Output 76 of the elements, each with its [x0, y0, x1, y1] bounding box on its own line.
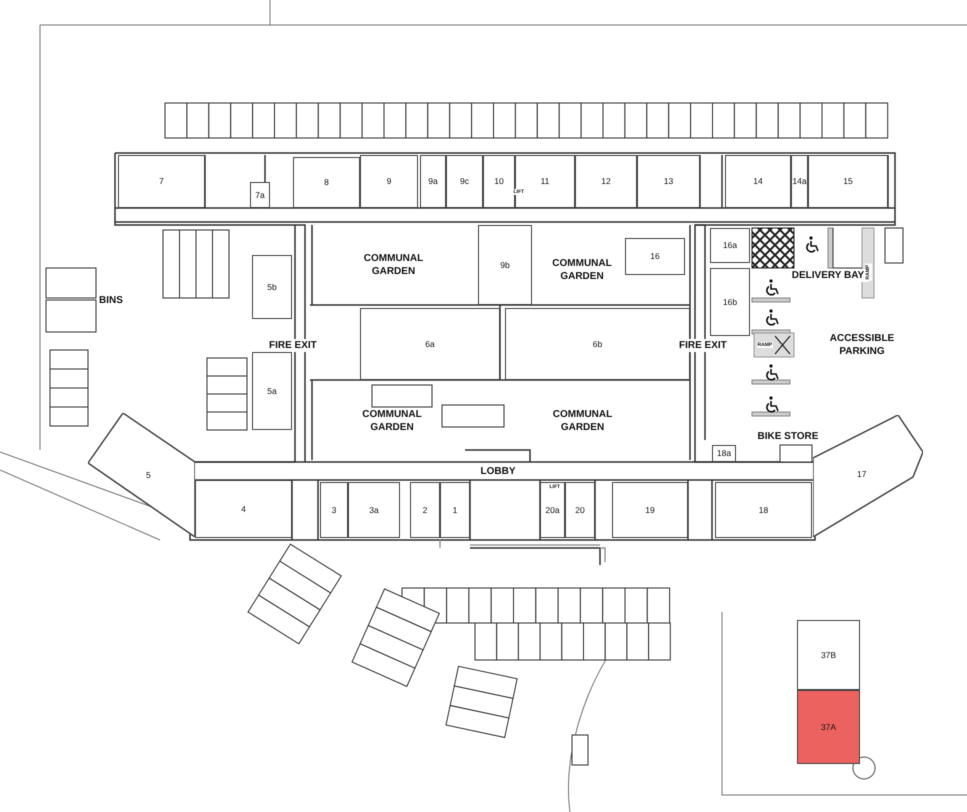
room — [483, 155, 515, 208]
exit-label: FIRE EXIT — [268, 338, 318, 352]
room-number: 12 — [601, 177, 611, 186]
room-number: 20a — [545, 506, 560, 514]
room — [252, 352, 292, 430]
room-number: 16b — [722, 298, 738, 306]
room — [797, 620, 860, 690]
room-number: 7a — [255, 190, 265, 200]
room-number: 9c — [460, 177, 469, 186]
room — [710, 228, 750, 263]
room-number: 8 — [324, 178, 329, 187]
room-number: 19 — [645, 506, 655, 514]
room — [440, 482, 470, 538]
area-label: COMMUNAL GARDEN — [362, 252, 424, 278]
room-number: 13 — [664, 177, 674, 186]
room — [565, 482, 595, 538]
area-label: LOBBY — [480, 464, 516, 478]
room-number: 2 — [422, 506, 428, 514]
room — [420, 155, 446, 208]
room-number: 3a — [369, 506, 379, 514]
exit-label: FIRE EXIT — [678, 338, 728, 352]
room — [348, 482, 400, 538]
room-number: 1 — [452, 506, 458, 514]
room-number: 16 — [650, 252, 660, 261]
room — [712, 445, 736, 462]
area-label: COMMUNAL GARDEN — [361, 408, 423, 434]
room-number: 3 — [332, 506, 336, 514]
room — [250, 182, 270, 208]
room-number: 14 — [753, 177, 763, 186]
room-number: 11 — [540, 177, 550, 186]
room — [118, 155, 205, 208]
room — [360, 308, 500, 380]
room — [808, 155, 888, 208]
room-number: 14a — [792, 177, 807, 186]
room-number: 5 — [146, 471, 151, 480]
room — [478, 225, 532, 305]
room-number: 5b — [267, 282, 277, 292]
area-label: BINS — [98, 294, 124, 306]
room-number: 9b — [500, 260, 510, 270]
room — [360, 155, 418, 208]
room — [791, 155, 808, 208]
room — [797, 690, 860, 764]
area-label: COMMUNAL GARDEN — [551, 257, 613, 283]
room — [320, 482, 348, 538]
room-number: 20 — [575, 506, 585, 514]
room-number: 18a — [716, 449, 732, 458]
room-number: 6b — [592, 340, 602, 348]
room-number: 9a — [428, 177, 438, 186]
room-number: 6a — [425, 340, 435, 348]
room — [515, 155, 575, 208]
room-number: 10 — [494, 177, 504, 186]
room — [195, 480, 292, 538]
room-number: 37A — [820, 722, 836, 732]
room — [252, 255, 292, 319]
room — [612, 482, 688, 538]
room — [540, 482, 565, 538]
room — [575, 155, 637, 208]
room-number: 9 — [386, 177, 392, 186]
room-number: 5a — [267, 386, 277, 396]
room — [446, 155, 483, 208]
room — [715, 482, 812, 538]
room-number: 37B — [820, 650, 836, 660]
room-number: 18 — [758, 506, 768, 514]
room-number: 7 — [159, 177, 164, 186]
room — [637, 155, 700, 208]
room-number: 17 — [857, 470, 866, 478]
room — [293, 157, 360, 208]
room — [410, 482, 440, 538]
room — [725, 155, 791, 208]
room-number: 15 — [843, 177, 853, 186]
area-label: BIKE STORE — [756, 430, 820, 442]
room — [710, 268, 750, 336]
room — [625, 238, 685, 275]
area-label: COMMUNAL GARDEN — [552, 408, 614, 434]
room-number: 4 — [241, 504, 246, 514]
room-number: 16a — [722, 241, 738, 250]
